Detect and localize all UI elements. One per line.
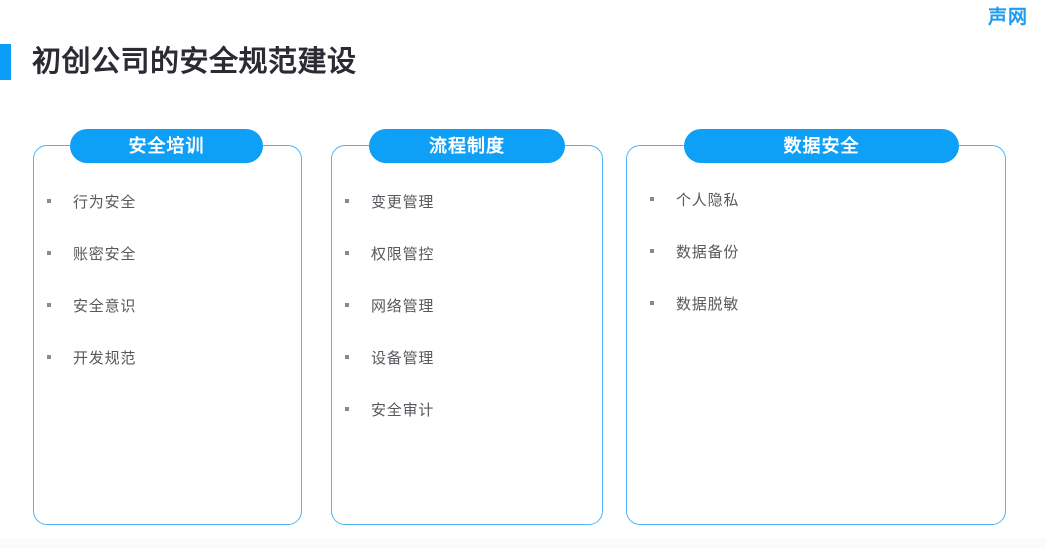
card-title-badge: 流程制度 [369,129,565,163]
list-item: 账密安全 [34,247,301,299]
bullet-icon [650,301,654,305]
list-item: 权限管控 [332,247,602,299]
bullet-icon [650,197,654,201]
card-item-list: 行为安全 账密安全 安全意识 开发规范 [34,146,301,403]
bullet-icon [345,199,349,203]
list-item-label: 网络管理 [371,298,435,315]
card-item-list: 变更管理 权限管控 网络管理 设备管理 安全审计 [332,146,602,455]
card-data-security: 数据安全 个人隐私 数据备份 数据脱敏 [626,129,1006,525]
list-item: 安全意识 [34,299,301,351]
page-title: 初创公司的安全规范建设 [32,46,357,78]
bullet-icon [345,303,349,307]
list-item: 开发规范 [34,351,301,403]
card-group: 安全培训 行为安全 账密安全 安全意识 开发规范 [33,128,1006,526]
card-security-training: 安全培训 行为安全 账密安全 安全意识 开发规范 [33,129,302,525]
bullet-icon [650,249,654,253]
bullet-icon [345,251,349,255]
list-item-label: 个人隐私 [676,192,740,209]
list-item: 变更管理 [332,195,602,247]
page-title-row: 初创公司的安全规范建设 [0,40,357,84]
card-title-badge: 安全培训 [70,129,263,163]
bullet-icon [47,251,51,255]
bullet-icon [47,303,51,307]
bullet-icon [47,355,51,359]
list-item: 数据脱敏 [627,297,1005,349]
bullet-icon [345,355,349,359]
list-item: 安全审计 [332,403,602,455]
list-item-label: 安全意识 [73,298,137,315]
bullet-icon [345,407,349,411]
card-item-list: 个人隐私 数据备份 数据脱敏 [627,146,1005,349]
title-accent-bar [0,44,11,80]
list-item: 设备管理 [332,351,602,403]
list-item-label: 变更管理 [371,194,435,211]
list-item-label: 安全审计 [371,402,435,419]
list-item-label: 设备管理 [371,350,435,367]
footer-band [0,538,1046,548]
list-item-label: 数据脱敏 [676,296,740,313]
list-item: 个人隐私 [627,193,1005,245]
list-item: 行为安全 [34,195,301,247]
list-item: 网络管理 [332,299,602,351]
list-item-label: 账密安全 [73,246,137,263]
card-title-badge: 数据安全 [684,129,959,163]
list-item-label: 权限管控 [371,246,435,263]
bullet-icon [47,199,51,203]
brand-logo: 声网 [987,7,1028,28]
list-item: 数据备份 [627,245,1005,297]
list-item-label: 行为安全 [73,194,137,211]
list-item-label: 数据备份 [676,244,740,261]
list-item-label: 开发规范 [73,350,137,367]
card-process-system: 流程制度 变更管理 权限管控 网络管理 设备管理 [331,129,603,525]
